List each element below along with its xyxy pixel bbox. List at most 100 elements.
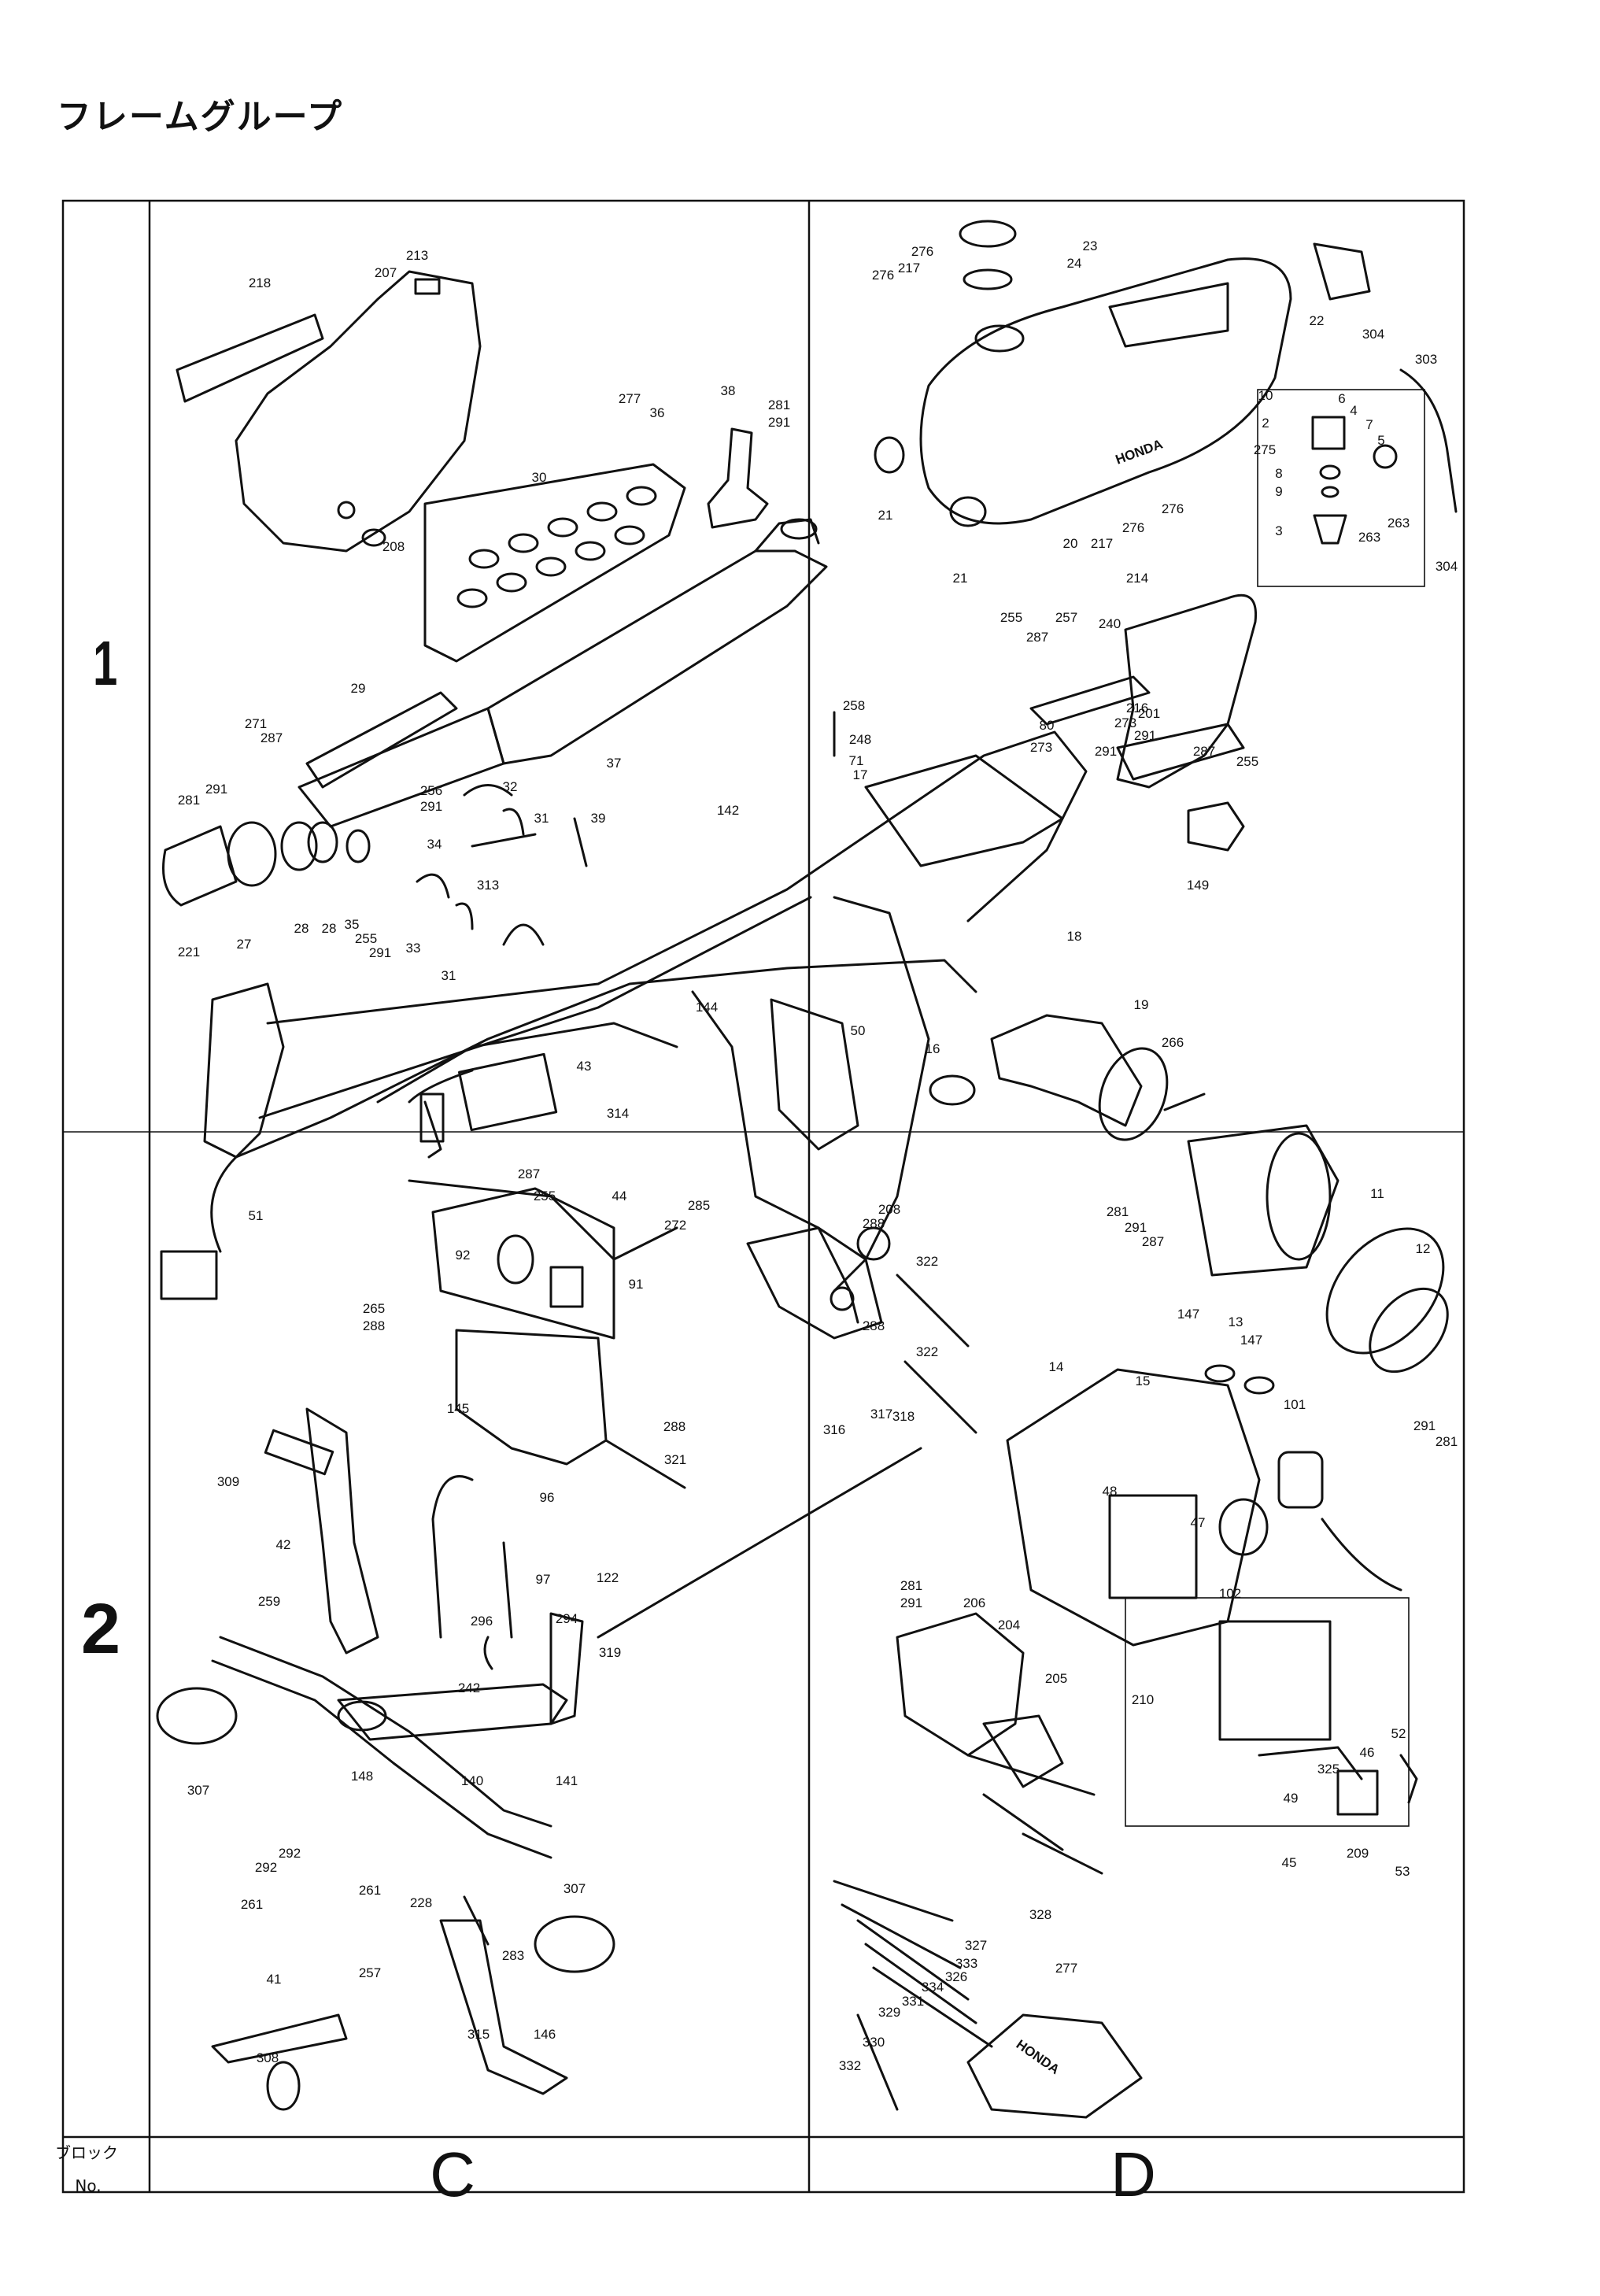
callout-101: 101	[1284, 1397, 1306, 1412]
callout-255: 255	[1236, 754, 1258, 769]
callout-327: 327	[965, 1938, 987, 1953]
callout-19: 19	[1134, 997, 1149, 1012]
callout-208: 208	[878, 1202, 900, 1217]
wire-harness	[160, 959, 977, 1300]
callout-20: 20	[1063, 536, 1078, 551]
callout-307: 307	[564, 1881, 586, 1896]
callout-331: 331	[902, 1994, 924, 2009]
callout-71: 71	[849, 753, 864, 768]
callout-288: 288	[863, 1216, 885, 1231]
callout-287: 287	[1142, 1234, 1164, 1249]
callout-8: 8	[1275, 466, 1282, 481]
callout-122: 122	[597, 1570, 619, 1585]
callout-216: 216	[1126, 701, 1148, 715]
callout-326: 326	[945, 1969, 967, 1984]
callout-316: 316	[823, 1422, 845, 1437]
callout-228: 228	[410, 1895, 432, 1910]
callout-291: 291	[900, 1595, 922, 1610]
ignition-coil	[419, 1052, 558, 1159]
callout-242: 242	[458, 1680, 480, 1695]
callout-27: 27	[237, 937, 252, 952]
main-frame	[203, 730, 1088, 1340]
muffler-heat-shield	[423, 463, 686, 663]
callout-37: 37	[607, 756, 622, 771]
air-intake	[929, 1014, 1169, 1141]
callout-92: 92	[456, 1248, 471, 1263]
callout-147: 147	[1177, 1307, 1199, 1322]
column-label-c: C	[430, 2139, 475, 2209]
tool-box	[896, 1612, 1064, 1788]
callout-240: 240	[1099, 616, 1121, 631]
callout-330: 330	[863, 2035, 885, 2050]
callout-287: 287	[518, 1166, 540, 1181]
tool-bag-emblem-honda: HONDA	[1014, 2037, 1062, 2077]
callout-288: 288	[863, 1318, 885, 1333]
callout-294: 294	[556, 1611, 578, 1626]
bracket-38	[707, 427, 769, 529]
column-label-d: D	[1110, 2139, 1156, 2209]
callout-281: 281	[178, 793, 200, 808]
callout-275: 275	[1254, 442, 1276, 457]
callout-304: 304	[1362, 327, 1384, 342]
callout-35: 35	[345, 917, 360, 932]
callout-292: 292	[279, 1846, 301, 1861]
callout-5: 5	[1377, 433, 1384, 448]
callout-317: 317	[870, 1407, 892, 1422]
callout-257: 257	[1055, 610, 1077, 625]
callout-13: 13	[1229, 1314, 1243, 1329]
callout-307: 307	[187, 1783, 209, 1798]
callout-291: 291	[205, 782, 227, 797]
row-label-2: 2	[81, 1590, 120, 1669]
callout-214: 214	[1126, 571, 1148, 586]
callout-206: 206	[963, 1595, 985, 1610]
tank-emblem-honda: HONDA	[1114, 437, 1165, 468]
callout-281: 281	[768, 397, 790, 412]
stand-rubber-308	[266, 2061, 301, 2111]
callout-15: 15	[1136, 1374, 1151, 1388]
tool-kit: HONDA	[833, 1754, 1143, 2119]
callout-28: 28	[322, 921, 337, 936]
block-label: ブロック	[55, 2143, 118, 2162]
callout-52: 52	[1391, 1726, 1406, 1741]
callout-21: 21	[953, 571, 968, 586]
bolts	[604, 711, 1206, 1489]
callout-204: 204	[998, 1618, 1020, 1632]
callout-96: 96	[540, 1490, 555, 1505]
exhaust-joint	[162, 821, 371, 907]
callout-49: 49	[1284, 1791, 1299, 1806]
callout-39: 39	[591, 811, 606, 826]
callout-276: 276	[1122, 520, 1144, 535]
callout-263: 263	[1388, 516, 1410, 531]
callout-42: 42	[276, 1537, 291, 1552]
callout-144: 144	[696, 1000, 718, 1015]
side-stand	[211, 2013, 348, 2064]
cdi-unit	[431, 1187, 615, 1340]
callout-31: 31	[534, 811, 549, 826]
callout-4: 4	[1350, 403, 1357, 418]
no-label: No.	[75, 2176, 101, 2195]
callout-213: 213	[406, 248, 428, 263]
callout-288: 288	[363, 1318, 385, 1333]
callout-277: 277	[619, 391, 641, 406]
callout-276: 276	[872, 268, 894, 283]
callout-287: 287	[1026, 630, 1048, 645]
callout-259: 259	[258, 1594, 280, 1609]
callout-333: 333	[955, 1956, 977, 1971]
callout-265: 265	[363, 1301, 385, 1316]
callout-12: 12	[1416, 1241, 1431, 1256]
callout-303: 303	[1415, 352, 1437, 367]
callout-255: 255	[1000, 610, 1022, 625]
tank-cushion	[874, 436, 987, 527]
muffler	[297, 518, 828, 828]
callout-257: 257	[359, 1965, 381, 1980]
callout-217: 217	[898, 261, 920, 275]
callout-23: 23	[1083, 238, 1098, 253]
callout-332: 332	[839, 2058, 861, 2073]
side-cover	[176, 270, 482, 553]
callout-281: 281	[1436, 1434, 1458, 1449]
callout-314: 314	[607, 1106, 629, 1121]
callout-292: 292	[255, 1860, 277, 1875]
callout-256: 256	[420, 783, 442, 798]
callout-43: 43	[577, 1059, 592, 1074]
